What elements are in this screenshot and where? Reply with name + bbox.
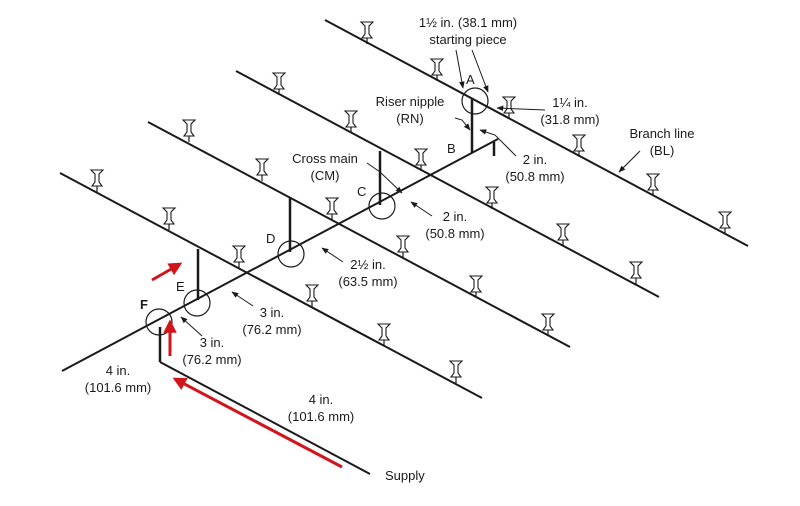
label-size-2-c-line2: (50.8 mm) [425,226,484,241]
sprinkler-head-icon [717,211,733,234]
sprinkler-head-icon [628,261,644,284]
label-size-2-c-line1: 2 in. [443,209,468,224]
sprinkler-head-icon [413,148,429,171]
branch-lines [59,19,749,399]
sprinkler-head-icon [448,360,464,383]
label-size-4-supply-line1: 4 in. [309,392,334,407]
label-size-3-e-line1: 3 in. [260,305,285,320]
leader-cross-main [366,162,403,194]
sprinkler-head-icon [89,169,105,192]
sprinkler-head-icon [395,235,411,258]
leaders [180,49,641,337]
point-label-b: B [447,141,456,156]
sprinkler-head-icon [645,173,661,196]
sprinkler-head-icon [254,158,270,181]
point-label-c: C [357,184,366,199]
leader-size-2-c [410,201,433,217]
sprinkler-head-icon [376,323,392,346]
point-label-e: E [176,279,185,294]
branch-line-1 [324,19,749,247]
sprinkler-heads [89,21,733,383]
risers [196,98,496,300]
leader-size-3-f [180,316,203,337]
leader-riser-nipple [454,117,471,131]
sprinkler-head-icon [343,110,359,133]
label-riser-nipple-line1: Riser nipple [376,94,445,109]
label-size-3-f-line2: (76.2 mm) [182,352,241,367]
label-cross-main-line2: (CM) [311,168,340,183]
sprinkler-head-icon [231,245,247,268]
label-branch-line-line2: (BL) [650,143,675,158]
label-size-4-left-line2: (101.6 mm) [85,380,151,395]
sprinkler-head-icon [161,207,177,230]
label-starting-piece-line2: starting piece [429,32,506,47]
branch-line-4 [59,172,483,399]
cross-main-pipe [61,138,499,372]
label-branch-line-line1: Branch line [629,126,694,141]
joint-e-marker [183,289,211,317]
sprinkler-head-icon [181,119,197,142]
joint-c-marker [368,192,396,220]
label-size-2-b-line1: 2 in. [523,152,548,167]
sprinkler-head-icon [484,186,500,209]
joint-a-marker [461,87,489,115]
label-size-2-5-line1: 2½ in. [350,257,385,272]
branch-line-3 [147,121,571,348]
leader-branch-line [618,150,641,173]
leader-size-2-5 [321,247,344,263]
flow-arrow-top [151,262,183,282]
text-labels: 1½ in. (38.1 mm) starting piece Riser ni… [85,15,695,483]
leader-size-2-b [479,129,517,157]
leader-starting-piece-1 [455,49,465,89]
sprinkler-head-icon [571,134,587,157]
label-cross-main-line1: Cross main [292,151,358,166]
branch-line-2 [235,70,660,298]
label-size-2-b-line2: (50.8 mm) [505,169,564,184]
label-branch-1-25-line1: 1¼ in. [552,95,587,110]
sprinkler-head-icon [540,313,556,336]
point-label-f: F [140,297,148,312]
label-branch-1-25-line2: (31.8 mm) [540,112,599,127]
leader-starting-piece-2 [471,49,489,93]
sprinkler-head-icon [555,223,571,246]
joint-markers [145,87,489,336]
sprinkler-head-icon [304,284,320,307]
sprinkler-head-icon [468,275,484,298]
sprinkler-head-icon [501,96,517,119]
label-size-2-5-line2: (63.5 mm) [338,274,397,289]
flow-arrows [151,262,343,469]
sprinkler-head-icon [429,58,445,81]
leader-branch-1-25 [496,105,546,112]
supply-pipe [159,361,371,475]
point-label-a: A [466,72,475,87]
label-riser-nipple-line2: (RN) [396,111,423,126]
label-size-3-f-line1: 3 in. [200,335,225,350]
sprinkler-head-icon [359,21,375,44]
label-size-3-e-line2: (76.2 mm) [242,322,301,337]
cross-main [61,138,499,475]
point-label-d: D [266,231,275,246]
sprinkler-head-icon [271,72,287,95]
label-starting-piece-line1: 1½ in. (38.1 mm) [419,15,517,30]
label-size-4-left-line1: 4 in. [106,363,131,378]
leader-size-3-e [231,291,254,307]
flow-arrow-supply [172,377,343,469]
joint-d-marker [277,240,305,268]
label-size-4-supply-line2: (101.6 mm) [288,409,354,424]
sprinkler-head-icon [324,197,340,220]
label-supply: Supply [385,468,425,483]
